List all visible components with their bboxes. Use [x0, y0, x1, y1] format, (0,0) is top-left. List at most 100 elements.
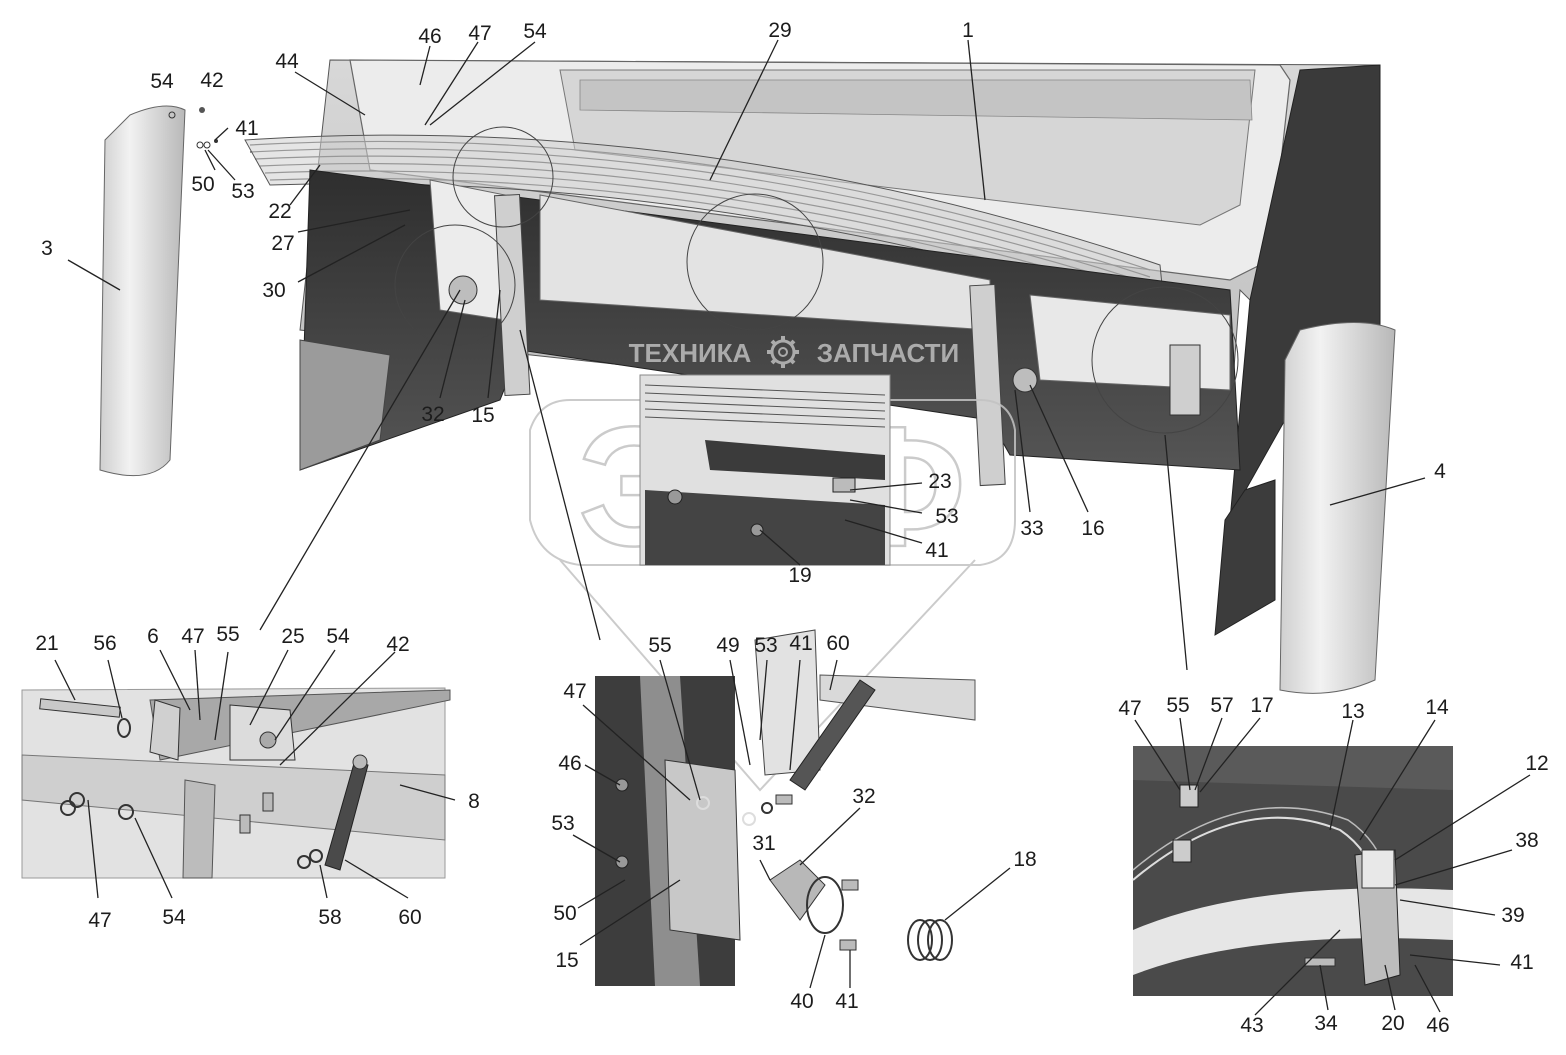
callout-label: 21 — [35, 632, 58, 655]
clip-icon — [1172, 839, 1192, 863]
callout-label: 8 — [468, 790, 480, 813]
bolt-41 — [839, 939, 857, 951]
callout-label: 41 — [925, 539, 948, 562]
lock-assembly — [1169, 344, 1201, 416]
callout-label: 39 — [1501, 904, 1524, 927]
washer-icon — [203, 141, 211, 149]
callout-label: 46 — [558, 752, 581, 775]
callout-label: 22 — [268, 200, 291, 223]
washer-icon — [742, 812, 756, 826]
detail-left — [21, 687, 451, 879]
screw-icon — [239, 814, 251, 834]
callout-label: 47 — [563, 680, 586, 703]
callout-label: 46 — [418, 25, 441, 48]
callout-label: 47 — [181, 625, 204, 648]
callout-label: 49 — [716, 634, 739, 657]
washer-icon — [761, 802, 773, 814]
callout-label: 44 — [275, 50, 299, 73]
callout-label: 47 — [1118, 697, 1141, 720]
latch-plate — [832, 477, 856, 493]
callout-label: 32 — [852, 785, 875, 808]
callout-label: 55 — [216, 623, 239, 646]
gas-strut-60 — [789, 679, 876, 791]
callout-label: 53 — [231, 180, 254, 203]
callout-label: 4 — [1434, 460, 1446, 483]
detail-center — [595, 629, 976, 986]
main-view-callouts: 1 29 54 47 46 44 42 41 54 50 53 3 22 27 … — [41, 19, 1446, 587]
nut-icon — [69, 792, 85, 808]
callout-label: 1 — [962, 19, 974, 42]
hinge-bar-right — [969, 283, 1006, 487]
detail-right — [1132, 746, 1453, 996]
lower-skirt-left — [299, 339, 391, 471]
bolt-21 — [39, 698, 121, 718]
callout-label: 42 — [386, 633, 409, 656]
callout-label: 33 — [1020, 517, 1043, 540]
inset-center-detail — [639, 374, 891, 566]
callout-label: 16 — [1081, 517, 1104, 540]
callout-label: 46 — [1426, 1014, 1449, 1037]
latch-12 — [1361, 849, 1395, 889]
gear-icon — [767, 336, 799, 368]
washer-icon — [696, 796, 710, 810]
screw-icon — [262, 792, 274, 812]
main-view — [99, 59, 1396, 694]
callout-label: 47 — [468, 22, 491, 45]
nut-icon — [60, 800, 76, 816]
bracket-6 — [149, 699, 181, 761]
flange-32 — [769, 859, 826, 921]
callout-label: 25 — [281, 625, 304, 648]
callout-label: 60 — [398, 906, 421, 929]
callout-label: 20 — [1381, 1012, 1404, 1035]
callout-label: 41 — [235, 117, 258, 140]
callout-label: 41 — [789, 632, 812, 655]
callout-label: 43 — [1240, 1014, 1263, 1037]
callout-label: 56 — [93, 632, 116, 655]
bolt-icon — [259, 731, 277, 749]
spring-18 — [907, 919, 953, 961]
callout-label: 47 — [88, 909, 111, 932]
hinge-plate-15 — [664, 759, 741, 941]
inset-dark-bar — [705, 440, 885, 480]
washer-icon — [196, 141, 204, 149]
detail-right-top-band — [1133, 746, 1453, 790]
callout-label: 15 — [471, 404, 494, 427]
watermark-left-word: ТЕХНИКА — [629, 338, 752, 368]
callout-label: 14 — [1425, 696, 1449, 719]
nut-icon — [309, 849, 323, 863]
callout-label: 18 — [1013, 848, 1036, 871]
callout-label: 41 — [835, 990, 858, 1013]
bolt-icon — [667, 489, 683, 505]
callout-label: 30 — [262, 279, 285, 302]
callout-label: 54 — [326, 625, 350, 648]
plate-25 — [229, 704, 296, 761]
detail-center-callouts: 55 49 53 41 60 47 46 53 50 15 31 32 40 4… — [551, 632, 1036, 1013]
callout-label: 34 — [1314, 1012, 1338, 1035]
bolt-icon — [168, 111, 176, 119]
nut-icon — [118, 804, 134, 820]
watermark-right-word: ЗАПЧАСТИ — [817, 338, 960, 368]
callout-label: 55 — [1166, 694, 1189, 717]
detail-circle-center — [686, 193, 824, 331]
callout-label: 50 — [191, 173, 214, 196]
callout-label: 60 — [826, 632, 849, 655]
detail-left-callouts: 21 56 6 47 55 25 54 42 8 47 54 58 60 — [35, 623, 480, 932]
callout-label: 15 — [555, 949, 578, 972]
callout-label: 23 — [928, 470, 951, 493]
callout-label: 19 — [788, 564, 811, 587]
hinge-mechanism-right — [1012, 367, 1038, 393]
strut-end-icon — [352, 754, 368, 770]
callout-label: 29 — [768, 19, 791, 42]
callout-label: 53 — [754, 634, 777, 657]
side-cover-left — [99, 105, 186, 477]
callout-label: 3 — [41, 237, 53, 260]
detail-circle-lower-hinge — [394, 224, 516, 346]
callout-label: 53 — [551, 812, 574, 835]
callout-label: 57 — [1210, 694, 1233, 717]
nut-icon — [615, 778, 629, 792]
callout-label: 13 — [1341, 700, 1364, 723]
leader-lines — [54, 39, 1531, 1016]
callout-label: 40 — [790, 990, 813, 1013]
watermark-funnel — [559, 559, 976, 792]
bolt-icon — [199, 107, 205, 113]
